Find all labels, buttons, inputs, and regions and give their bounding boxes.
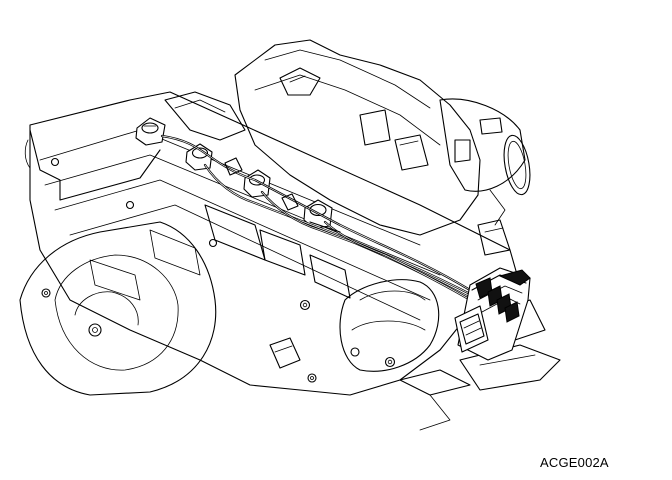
spark-plug-cap-2: [185, 143, 213, 171]
engine-block: [19, 91, 561, 431]
spark-plug-cap-3: [243, 169, 271, 198]
spark-plug-wires: [160, 134, 496, 316]
figure-code: ACGE002A: [540, 455, 609, 470]
intake-manifold: [164, 39, 531, 256]
spark-plug-cap-1: [135, 117, 166, 146]
ignition-coil-pack: [454, 267, 531, 361]
